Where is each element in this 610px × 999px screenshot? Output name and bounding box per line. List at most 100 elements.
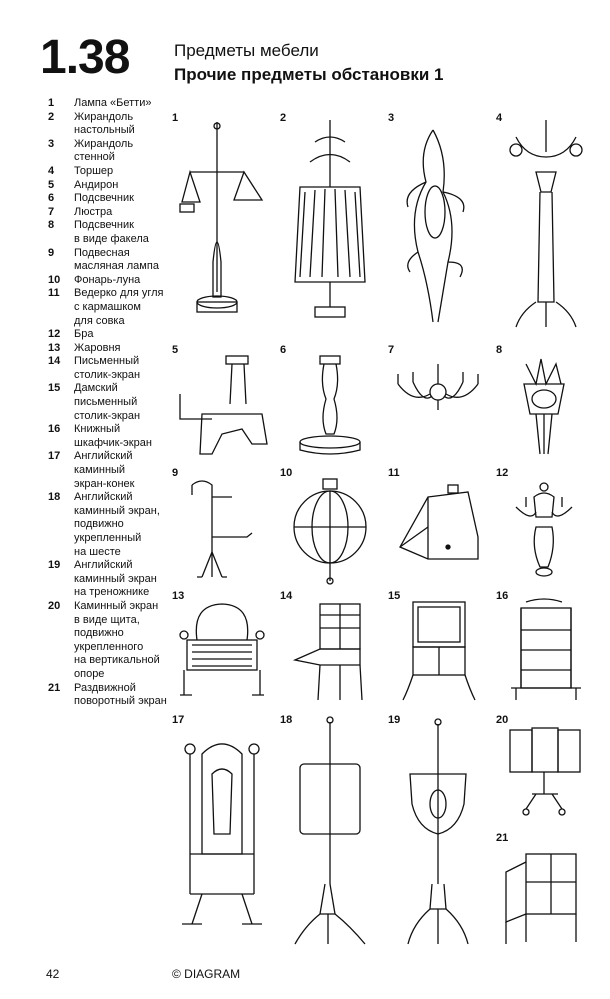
figure-21: 21 (496, 832, 586, 954)
figure-number: 4 (496, 112, 503, 124)
figure-number: 21 (496, 832, 509, 844)
figure-number: 14 (280, 590, 293, 602)
figure-number: 8 (496, 344, 503, 356)
figure-number: 17 (172, 714, 185, 726)
writing-desk-screen-icon (292, 603, 363, 701)
legend-item-number: 4 (48, 164, 55, 177)
legend-item-text: Подвесная масляная лампа (74, 246, 159, 273)
folding-screen-icon (505, 853, 577, 944)
figure-number: 10 (280, 467, 293, 479)
figure-number: 12 (496, 467, 509, 479)
legend-item-text: Английский каминный экран-конек (74, 450, 135, 490)
legend-item-number: 7 (48, 205, 55, 218)
legend-item: 17 Английский каминный экран-конек (48, 450, 178, 491)
legend-item-number: 15 (48, 382, 61, 395)
legend-item-number: 5 (48, 178, 55, 191)
coal-scuttle-icon (399, 484, 479, 560)
figure-9: 9 (172, 467, 272, 585)
figure-1: 1 (172, 112, 272, 337)
legend-item-number: 2 (48, 110, 55, 123)
brazier-icon (179, 603, 265, 696)
figure-13: 13 (172, 590, 272, 708)
bookcase-screen-icon (511, 598, 581, 700)
candlestick-icon (299, 355, 361, 455)
betty-lamp-icon (179, 122, 264, 313)
legend-item: 7 Люстра (48, 206, 178, 220)
legend-item: 2 Жирандоль настольный (48, 111, 178, 138)
legend-item-text: Жирандоль стенной (74, 137, 134, 164)
cheval-fire-screen-icon (182, 743, 262, 925)
moon-lantern-icon (293, 478, 367, 585)
pole-fire-screen-icon (294, 716, 366, 945)
legend-item-number: 16 (48, 423, 61, 436)
figure-number: 1 (172, 112, 179, 124)
legend-item-text: Английский каминный экран, подвижно укре… (74, 491, 160, 558)
legend-item-number: 9 (48, 246, 55, 259)
legend-item-text: Ведерко для угля с кармашком для совка (74, 287, 164, 327)
copyright-text: © DIAGRAM (172, 967, 241, 981)
figure-number: 13 (172, 590, 185, 602)
wall-girandole-icon (406, 129, 465, 323)
legend-item-text: Лампа «Бетти» (74, 97, 152, 109)
figure-number: 9 (172, 467, 179, 479)
legend-item-text: Раздвижной поворотный экран (74, 681, 167, 708)
legend-item-text: Английский каминный экран на треножнике (74, 559, 157, 599)
section-number: 1.38 (40, 31, 130, 84)
legend-item-text: Бра (74, 328, 94, 341)
legend-item-text: Письменный столик-экран (74, 355, 141, 381)
figure-2: 2 (280, 112, 380, 337)
figure-number: 11 (388, 467, 400, 479)
figure-15: 15 (388, 590, 488, 708)
tripod-fire-screen-icon (407, 718, 469, 945)
legend-item-number: 20 (48, 599, 61, 612)
legend-item-number: 19 (48, 559, 61, 572)
legend-item-text: Торшер (74, 164, 114, 177)
hanging-oil-lamp-icon (191, 480, 253, 578)
legend-item: 19 Английский каминный экран на треножник… (48, 559, 178, 600)
figure-number: 20 (496, 714, 509, 726)
legend-item-text: Подсвечник (74, 192, 134, 205)
figure-16: 16 (496, 590, 586, 708)
legend-item-number: 18 (48, 491, 61, 504)
figure-number: 2 (280, 112, 287, 124)
section-title: Предметы мебели (174, 41, 319, 60)
figure-19: 19 (388, 714, 488, 954)
figure-5: 5 (172, 344, 272, 462)
torch-candlestick-icon (523, 358, 565, 455)
page-number: 42 (46, 967, 60, 981)
sconce-icon (515, 482, 573, 577)
floor-lamp-icon (509, 120, 583, 328)
legend-item-number: 17 (48, 450, 61, 463)
figure-7: 7 (388, 344, 488, 462)
figure-10: 10 (280, 467, 380, 585)
figure-number: 6 (280, 344, 287, 356)
legend-item-text: Жирандоль настольный (74, 110, 135, 137)
legend-item: 6 Подсвечник (48, 192, 178, 206)
legend-item-number: 3 (48, 137, 55, 150)
legend-item-text: Люстра (74, 205, 113, 218)
legend-item-text: Книжный шкафчик-экран (74, 423, 152, 449)
figure-20: 20 (496, 714, 586, 832)
chandelier-icon (397, 364, 479, 410)
legend-item-text: Фонарь-луна (74, 273, 141, 286)
legend-item-number: 6 (48, 192, 55, 205)
figure-17: 17 (172, 714, 272, 954)
legend-item-number: 10 (48, 273, 61, 286)
figure-6: 6 (280, 344, 380, 462)
ladies-desk-screen-icon (402, 601, 476, 701)
legend-item: 4 Торшер (48, 165, 178, 179)
figure-number: 15 (388, 590, 401, 602)
figure-3: 3 (388, 112, 488, 337)
legend-item-number: 8 (48, 219, 55, 232)
legend-item-text: Каминный экран в виде щита, подвижно укр… (74, 599, 160, 680)
legend-item: 16 Книжный шкафчик-экран (48, 423, 178, 450)
